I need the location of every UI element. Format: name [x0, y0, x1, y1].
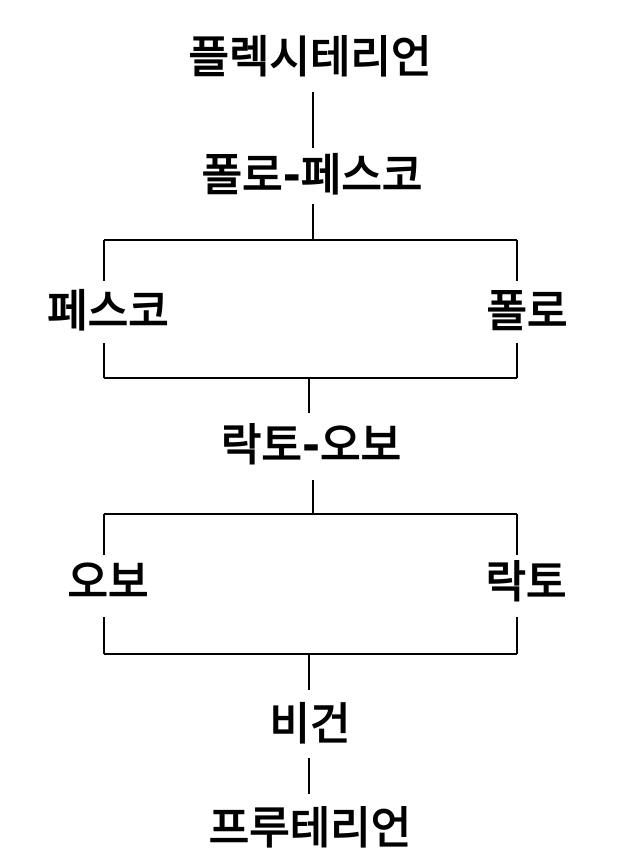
node-pollo-pesco: 폴로-페스코 [201, 150, 423, 201]
node-lacto-ovo: 락토-오보 [220, 420, 402, 471]
node-vegan: 비건 [269, 699, 351, 750]
node-flexitarian: 플렉시테리언 [188, 32, 432, 83]
node-pollo: 폴로 [486, 286, 568, 337]
node-fruitarian: 프루테리언 [208, 803, 412, 854]
node-ovo: 오보 [67, 557, 149, 608]
node-pesco: 페스코 [47, 286, 169, 337]
node-lacto: 락토 [485, 557, 567, 608]
